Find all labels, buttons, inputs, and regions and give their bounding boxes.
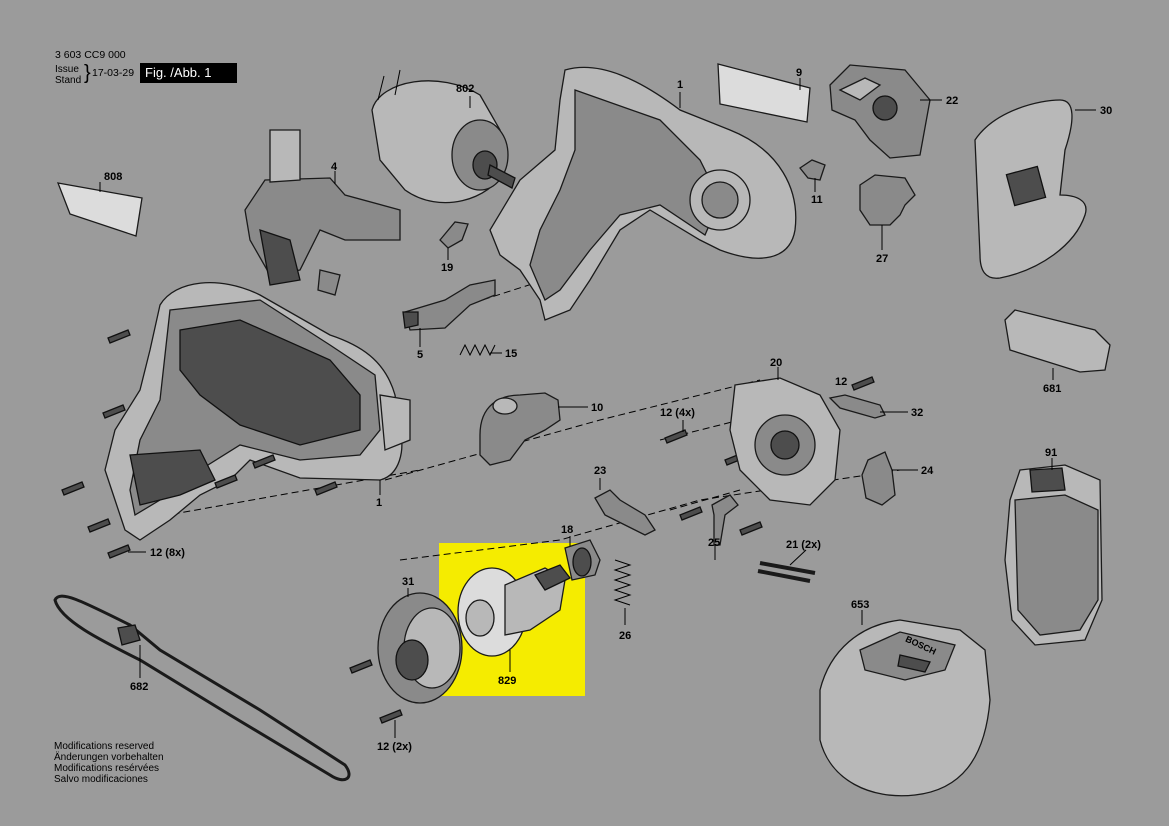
rod-21b bbox=[757, 569, 811, 583]
slider-5 bbox=[402, 279, 496, 331]
spring-15 bbox=[459, 343, 496, 357]
issue-date: 17-03-29 bbox=[92, 67, 135, 79]
label-19: 19 bbox=[441, 262, 453, 274]
label-91: 91 bbox=[1045, 447, 1057, 459]
ring-31 bbox=[377, 592, 463, 704]
part-labels: 802 1 9 22 30 808 4 11 27 19 5 15 681 20… bbox=[104, 67, 1112, 753]
label-1-top: 1 bbox=[677, 79, 683, 91]
motor-802 bbox=[371, 69, 516, 204]
label-32: 32 bbox=[911, 407, 923, 419]
issue-label: Issue bbox=[55, 64, 79, 75]
label-9: 9 bbox=[796, 67, 802, 79]
label-808: 808 bbox=[104, 171, 122, 183]
label-802: 802 bbox=[456, 83, 474, 95]
label-15: 15 bbox=[505, 348, 517, 360]
label-1-bottom: 1 bbox=[376, 497, 382, 509]
label-11: 11 bbox=[811, 194, 823, 206]
clip-681 bbox=[1004, 309, 1111, 373]
label-22: 22 bbox=[946, 95, 958, 107]
spindle-829 bbox=[457, 564, 572, 657]
clip-11 bbox=[799, 159, 826, 181]
label-20: 20 bbox=[770, 357, 782, 369]
label-12-2x: 12 (2x) bbox=[377, 741, 412, 753]
housing-half-1-top bbox=[489, 66, 797, 321]
leader-lines bbox=[99, 78, 1096, 738]
switch-assembly-4 bbox=[244, 129, 401, 296]
label-25: 25 bbox=[708, 537, 720, 549]
label-10: 10 bbox=[591, 402, 603, 414]
lanyard-682 bbox=[53, 594, 351, 782]
label-5: 5 bbox=[417, 349, 423, 361]
figure-title: Fig. /Abb. 1 bbox=[140, 63, 237, 83]
gear-plate-20 bbox=[729, 377, 841, 506]
lever-32 bbox=[828, 394, 886, 419]
spring-26 bbox=[613, 559, 632, 606]
note-en: Modifications reserved bbox=[54, 741, 155, 752]
lanyard-clamp bbox=[117, 624, 141, 646]
label-sticker-808 bbox=[56, 182, 143, 237]
label-653: 653 bbox=[851, 599, 869, 611]
lever-27 bbox=[859, 174, 916, 226]
label-27: 27 bbox=[876, 253, 888, 265]
trigger-top bbox=[492, 397, 518, 415]
bearing-18 bbox=[564, 539, 601, 581]
cover-22 bbox=[829, 64, 931, 159]
label-23: 23 bbox=[594, 465, 606, 477]
label-681: 681 bbox=[1043, 383, 1061, 395]
label-9 bbox=[717, 63, 811, 123]
battery-91 bbox=[1004, 464, 1103, 646]
note-fr: Modifications resérvées bbox=[54, 763, 160, 774]
label-24: 24 bbox=[921, 465, 934, 477]
label-829: 829 bbox=[498, 675, 516, 687]
lever-23 bbox=[594, 489, 656, 536]
brace-glyph: } bbox=[84, 62, 91, 84]
label-18: 18 bbox=[561, 524, 573, 536]
rod-21a bbox=[759, 561, 816, 575]
label-31: 31 bbox=[402, 576, 414, 588]
document-number: 3 603 CC9 000 bbox=[55, 49, 126, 61]
label-12-single: 12 bbox=[835, 376, 847, 388]
latch-19 bbox=[439, 221, 469, 249]
housing-half-1-bottom bbox=[104, 282, 411, 541]
stand-label: Stand bbox=[55, 75, 82, 86]
label-26: 26 bbox=[619, 630, 631, 642]
label-682: 682 bbox=[130, 681, 148, 693]
belt-clip-slot bbox=[1005, 165, 1047, 207]
assembly-line bbox=[384, 379, 761, 481]
label-30: 30 bbox=[1100, 105, 1112, 117]
note-es: Salvo modificaciones bbox=[54, 774, 148, 785]
note-de: Änderungen vorbehalten bbox=[54, 752, 164, 763]
label-21-2x: 21 (2x) bbox=[786, 539, 821, 551]
trigger-10 bbox=[479, 392, 561, 466]
assembly-line bbox=[669, 489, 741, 511]
pin-25 bbox=[711, 494, 739, 546]
label-12-4x: 12 (4x) bbox=[660, 407, 695, 419]
modification-notes: Modifications reserved Änderungen vorbeh… bbox=[54, 741, 164, 785]
clip-24 bbox=[861, 451, 896, 506]
label-12-8x: 12 (8x) bbox=[150, 547, 185, 559]
charger-653: BOSCH bbox=[819, 619, 991, 797]
label-4: 4 bbox=[331, 161, 338, 173]
